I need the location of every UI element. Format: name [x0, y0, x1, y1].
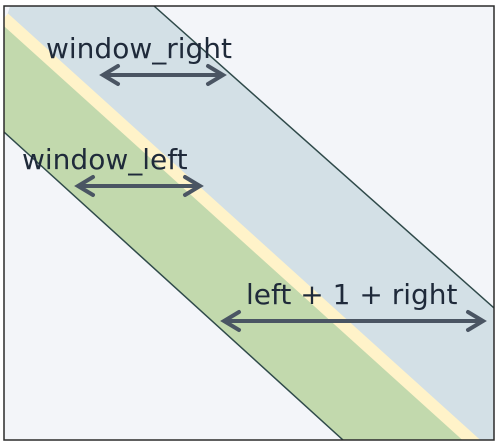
diagonal-line: [4, 13, 481, 440]
window-right-arrow: [99, 64, 227, 86]
left-band-edge: [4, 131, 344, 440]
window-right-band: [4, 6, 494, 440]
total-arrow: [220, 310, 487, 332]
total-label: left + 1 + right: [246, 278, 457, 311]
window-left-arrow: [74, 175, 204, 197]
frame-border: [3, 5, 495, 441]
window-right-label: window_right: [46, 32, 232, 65]
right-band-edge: [153, 6, 494, 309]
window-left-label: window_left: [22, 143, 188, 176]
